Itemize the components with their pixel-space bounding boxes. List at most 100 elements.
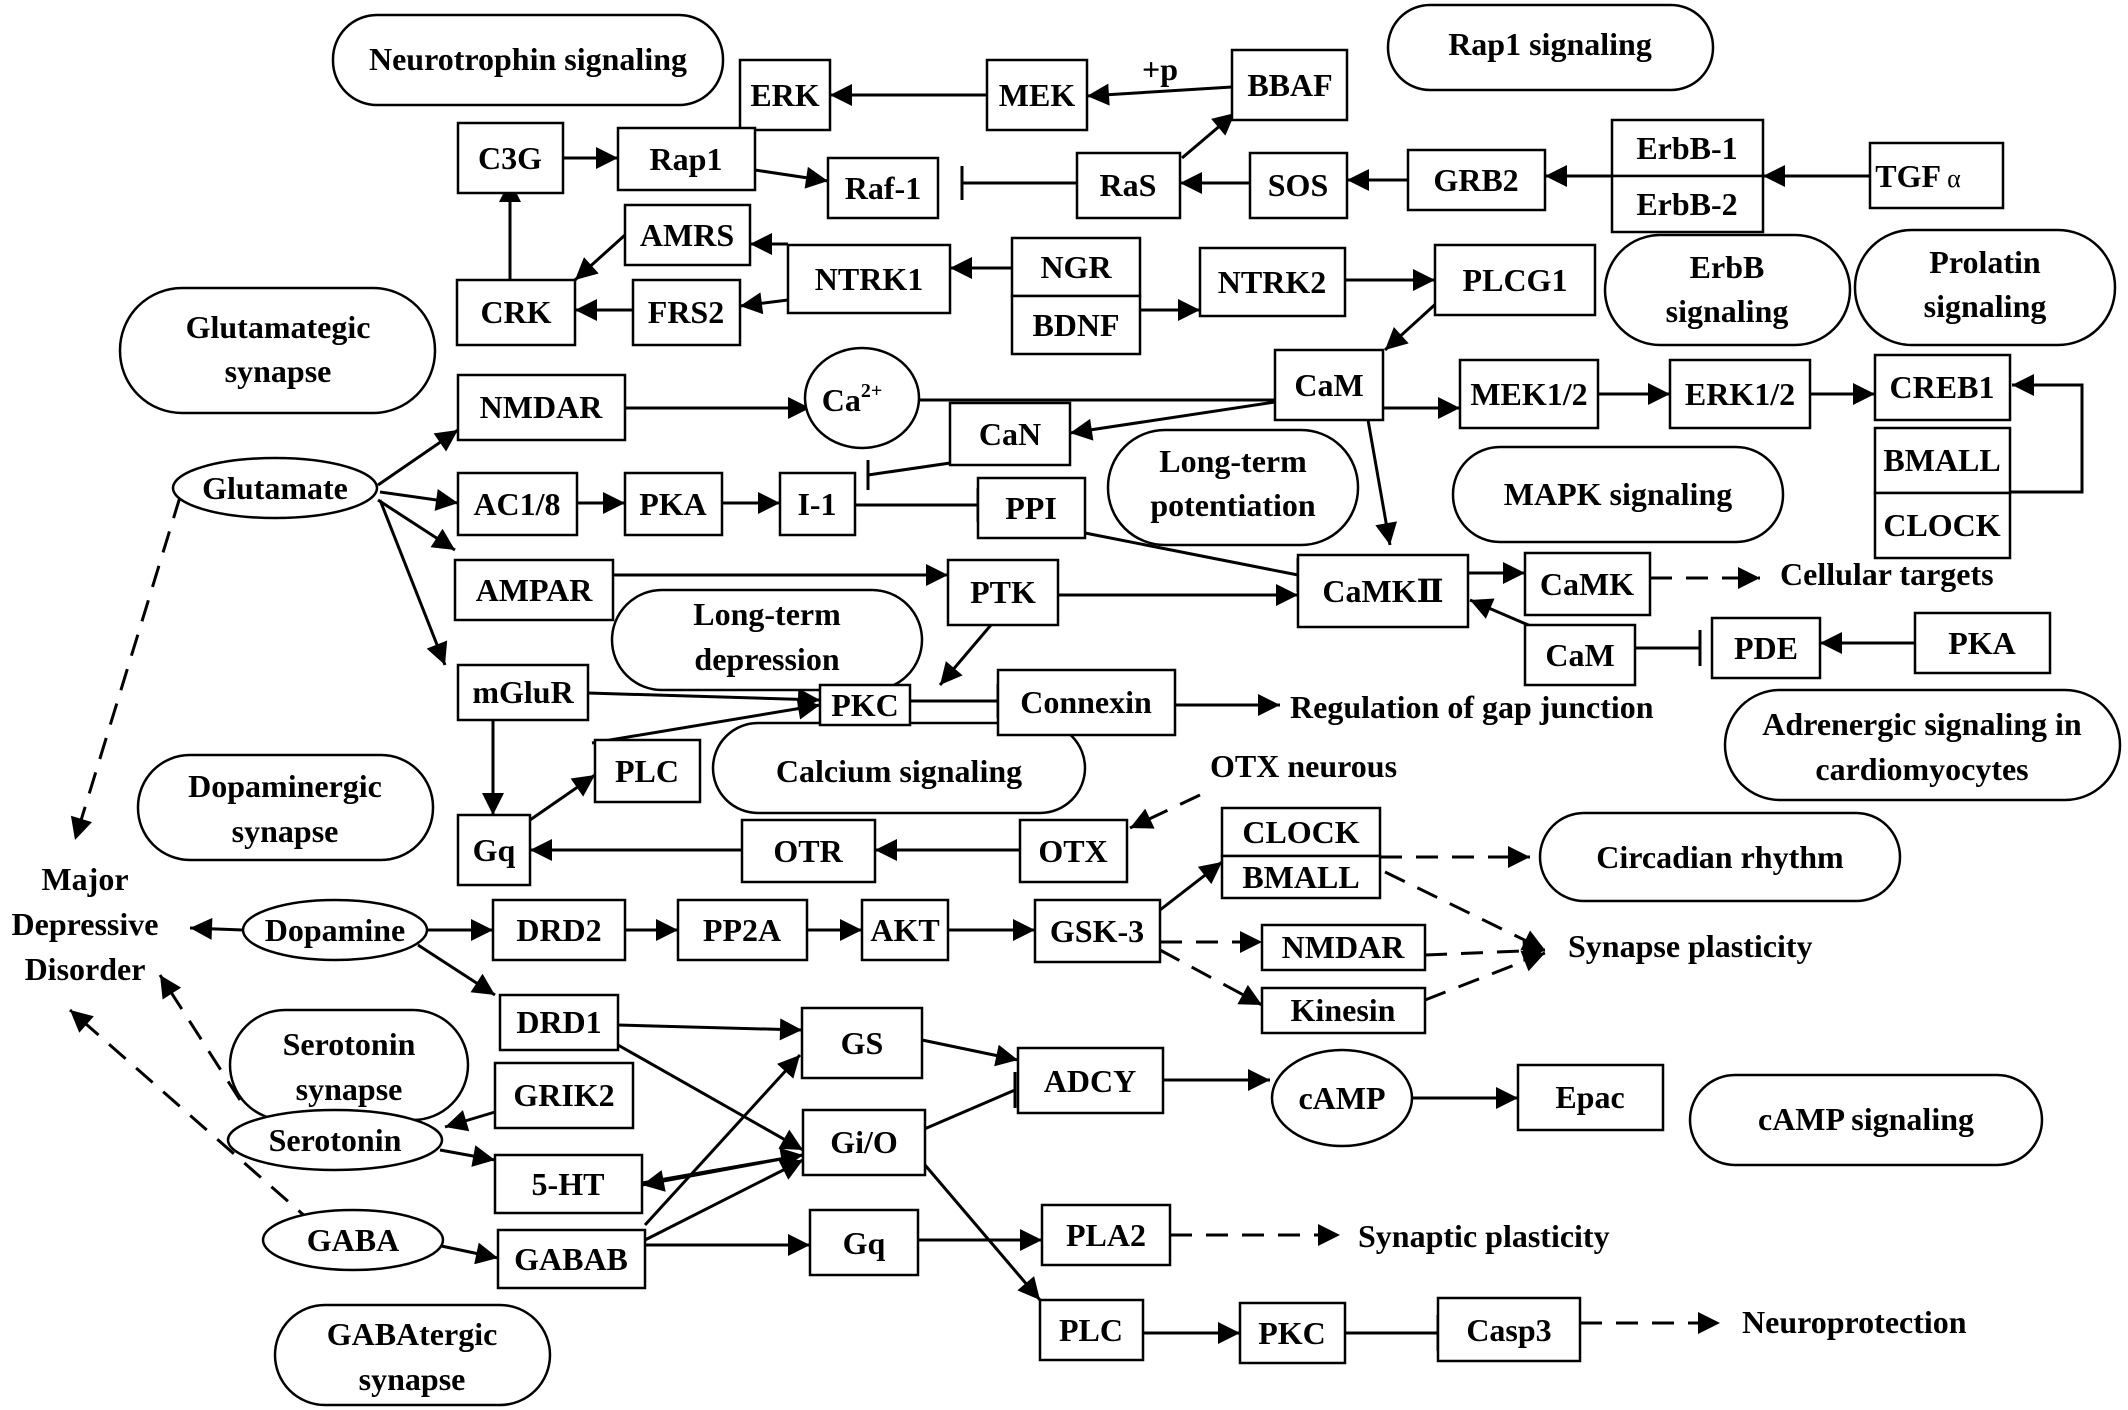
pill-mapk — [1451, 445, 1785, 544]
edge-clock-creb1 — [2010, 374, 2084, 494]
ellipse-camp — [1270, 1048, 1414, 1148]
box-akt — [860, 898, 950, 962]
box-otr — [740, 818, 877, 884]
node-texts: ERK MEK BBAF +p C3G Rap1 Raf-1 RaS SOS G… — [472, 51, 2015, 1351]
text-adrenergic-1: Adrenergic signaling in — [1762, 706, 2082, 742]
box-gabab — [496, 1228, 647, 1290]
node-bbaf: BBAF — [1247, 67, 1332, 103]
pill-neurotrophin — [331, 13, 725, 107]
dash-clock-plasticity — [1384, 870, 1546, 952]
box-ntrk1 — [786, 243, 952, 315]
ligand-texts: Glutamate Ca2+ Dopamine Serotonin GABA c… — [202, 380, 1385, 1258]
dash-nmdar-plasticity — [1424, 939, 1546, 962]
node-erk: ERK — [750, 77, 819, 113]
dash-kinesin-plasticity — [1424, 950, 1546, 1002]
node-ac18: AC1/8 — [473, 486, 560, 522]
text-dopaminergic-2: synapse — [232, 813, 339, 849]
text-calcium: Calcium signaling — [776, 753, 1022, 789]
node-bdnf: BDNF — [1032, 307, 1119, 343]
ellipse-dopamine — [241, 898, 429, 962]
box-gq1 — [456, 813, 532, 887]
node-cam2: CaM — [1545, 637, 1614, 673]
box-drd2 — [491, 898, 627, 962]
box-kinesin — [1260, 986, 1427, 1035]
box-crk — [455, 278, 577, 347]
box-bdnf — [1010, 294, 1142, 356]
node-plc2: PLC — [1059, 1312, 1123, 1348]
edge-serotonin-5ht — [439, 1145, 496, 1167]
box-can — [948, 401, 1072, 467]
outcome-synaptic-plasticity: Synaptic plasticity — [1358, 1218, 1610, 1254]
text-gabaergic-2: synapse — [359, 1361, 466, 1397]
box-plcg1 — [1433, 243, 1597, 317]
text-prolactin-2: signaling — [1924, 288, 2047, 324]
text-camp-ligand: cAMP — [1298, 1080, 1385, 1116]
node-akt: AKT — [870, 912, 939, 948]
text-ltd-1: Long-term — [693, 596, 841, 632]
text-adrenergic-2: cardiomyocytes — [1815, 751, 2028, 787]
node-rap1: Rap1 — [650, 141, 723, 177]
box-c3g — [456, 121, 565, 195]
edge-dopamine-mdd — [189, 917, 244, 940]
box-epac — [1516, 1063, 1665, 1132]
pill-rap1 — [1386, 3, 1715, 92]
box-ac18 — [456, 471, 579, 537]
node-sos: SOS — [1268, 167, 1328, 203]
edge-cam-camkii — [1366, 419, 1398, 546]
text-ltp-1: Long-term — [1159, 443, 1307, 479]
node-otx: OTX — [1038, 833, 1107, 869]
edge-glu-nmdar — [377, 428, 459, 487]
text-rap1: Rap1 signaling — [1448, 26, 1652, 62]
box-5ht — [493, 1153, 644, 1215]
node-pkc2: PKC — [1258, 1315, 1326, 1351]
node-tgfa-alpha: α — [1947, 164, 1961, 193]
box-pkc2 — [1238, 1301, 1347, 1365]
text-gaba: GABA — [307, 1222, 399, 1258]
edge-amrs-crk — [573, 233, 627, 282]
box-raf1 — [826, 156, 940, 220]
edge-ntrk1-frs2 — [739, 292, 789, 315]
pill-gabaergic — [273, 1303, 552, 1407]
node-pde: PDE — [1734, 630, 1798, 666]
node-casp3: Casp3 — [1466, 1312, 1551, 1348]
box-pla2 — [1040, 1203, 1172, 1267]
box-camk — [1523, 551, 1652, 617]
edge-glu-ac18 — [379, 489, 459, 511]
edge-gsk3-clock — [1159, 860, 1223, 912]
edge-glu-mglur — [378, 499, 448, 666]
box-casp3 — [1436, 1296, 1582, 1363]
edge-cam-can — [1069, 400, 1276, 441]
pill-camp — [1688, 1073, 2044, 1167]
text-ca: Ca2+ — [822, 380, 883, 418]
box-connexin — [996, 668, 1177, 737]
node-clock2: CLOCK — [1242, 814, 1359, 850]
outcome-mdd-2: Depressive — [12, 906, 159, 942]
box-grb2 — [1406, 148, 1547, 212]
node-erk12: ERK1/2 — [1685, 376, 1795, 412]
edge-gabab-gs — [643, 1053, 802, 1227]
box-adcy — [1016, 1046, 1165, 1115]
dash-gaba-mdd — [69, 1008, 316, 1227]
text-ca-sup: 2+ — [861, 380, 882, 402]
text-ca-base: Ca — [822, 382, 861, 418]
node-ptk: PTK — [970, 574, 1036, 610]
label-phosphorylation: +p — [1142, 51, 1178, 87]
node-clock1: CLOCK — [1883, 507, 2000, 543]
text-gabaergic-1: GABAtergic — [327, 1316, 498, 1352]
node-cam1: CaM — [1294, 367, 1363, 403]
box-nmdar — [456, 373, 627, 442]
edge-gio-plc2 — [923, 1164, 1042, 1301]
node-mglur: mGluR — [472, 674, 574, 710]
node-frs2: FRS2 — [648, 294, 724, 330]
inhibit-gio-adcy — [921, 1088, 1016, 1132]
box-bmall1 — [1873, 426, 2012, 495]
node-tgfa-label: TGF — [1875, 158, 1941, 194]
box-mek12 — [1458, 358, 1600, 430]
outcome-texts: Cellular targets Regulation of gap junct… — [12, 556, 1994, 1340]
box-erbb2 — [1610, 174, 1765, 234]
outcome-otx-neurons: OTX neurous — [1210, 748, 1397, 784]
text-glutamatergic-1: Glutamategic — [186, 309, 371, 345]
box-cam2 — [1523, 623, 1637, 687]
dash-serotonin-mdd — [158, 974, 242, 1101]
